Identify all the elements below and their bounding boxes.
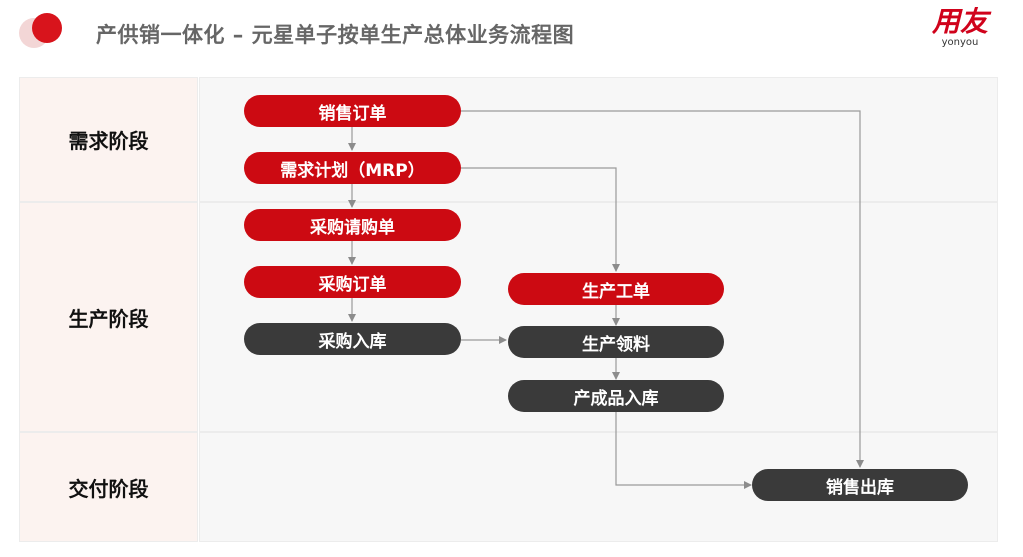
node-sales-order[interactable]: 销售订单 <box>244 95 461 127</box>
brand-dots-logo <box>19 13 62 48</box>
arrow-mrp-to-production-order <box>461 167 620 272</box>
node-purchase-order[interactable]: 采购订单 <box>244 266 461 298</box>
node-purchase-inbound[interactable]: 采购入库 <box>244 323 461 355</box>
node-purchase-request[interactable]: 采购请购单 <box>244 209 461 241</box>
node-finished-goods-inbound[interactable]: 产成品入库 <box>508 380 724 412</box>
node-material-issue[interactable]: 生产领料 <box>508 326 724 358</box>
stage-label-production: 生产阶段 <box>19 202 198 432</box>
node-production-order[interactable]: 生产工单 <box>508 273 724 305</box>
arrow-finished-goods-to-sales-outbound <box>615 412 752 489</box>
node-sales-outbound[interactable]: 销售出库 <box>752 469 968 501</box>
brand-sub: yonyou <box>941 37 979 48</box>
brand-name: 用友 <box>931 5 988 38</box>
node-mrp[interactable]: 需求计划（MRP） <box>244 152 461 184</box>
arrow-sales-order-to-sales-outbound <box>461 110 864 468</box>
page-title: 产供销一体化 – 元星单子按单生产总体业务流程图 <box>96 23 575 47</box>
yonyou-logo: 用友 yonyou <box>923 6 997 48</box>
stage-label-demand: 需求阶段 <box>19 77 198 202</box>
stage-label-delivery: 交付阶段 <box>19 432 198 542</box>
